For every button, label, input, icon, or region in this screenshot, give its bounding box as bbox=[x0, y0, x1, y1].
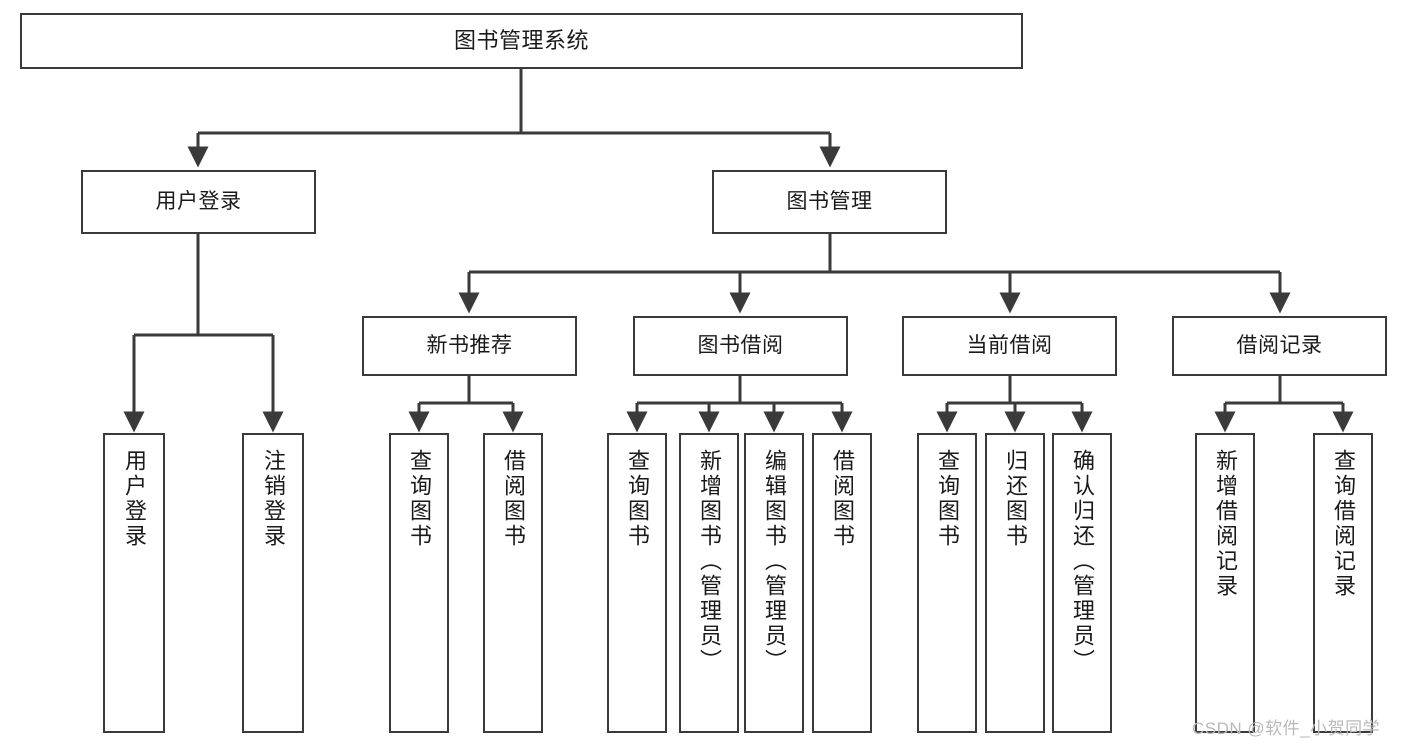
node-leaf-edit-book[interactable]: 编辑图书（管理员） bbox=[744, 433, 804, 733]
node-leaf-confirm-return-label: 确认归还（管理员） bbox=[1070, 449, 1095, 674]
node-leaf-borrow-book-1[interactable]: 借阅图书 bbox=[483, 433, 543, 733]
node-leaf-query-book-1[interactable]: 查询图书 bbox=[389, 433, 449, 733]
node-new-book-rec-label: 新书推荐 bbox=[426, 333, 513, 357]
node-leaf-borrow-book-1-label: 借阅图书 bbox=[501, 449, 526, 549]
node-root[interactable]: 图书管理系统 bbox=[20, 13, 1023, 69]
node-leaf-user-login-label: 用户登录 bbox=[122, 449, 147, 549]
node-leaf-query-book-2[interactable]: 查询图书 bbox=[607, 433, 667, 733]
node-root-label: 图书管理系统 bbox=[453, 28, 589, 54]
node-book-borrow-label: 图书借阅 bbox=[697, 333, 784, 357]
node-leaf-add-record[interactable]: 新增借阅记录 bbox=[1195, 433, 1255, 733]
node-leaf-add-book-label: 新增图书（管理员） bbox=[697, 449, 722, 674]
node-leaf-query-book-2-label: 查询图书 bbox=[625, 449, 650, 549]
node-book-borrow[interactable]: 图书借阅 bbox=[633, 316, 848, 376]
node-user-login[interactable]: 用户登录 bbox=[81, 170, 316, 234]
node-user-login-label: 用户登录 bbox=[155, 189, 242, 213]
node-leaf-query-book-3[interactable]: 查询图书 bbox=[917, 433, 977, 733]
node-leaf-add-book[interactable]: 新增图书（管理员） bbox=[679, 433, 739, 733]
node-leaf-logout[interactable]: 注销登录 bbox=[242, 433, 304, 733]
node-borrow-record-label: 借阅记录 bbox=[1236, 333, 1323, 357]
node-leaf-query-record[interactable]: 查询借阅记录 bbox=[1313, 433, 1373, 733]
node-borrow-record[interactable]: 借阅记录 bbox=[1172, 316, 1387, 376]
node-leaf-borrow-book-2-label: 借阅图书 bbox=[830, 449, 855, 549]
node-leaf-confirm-return[interactable]: 确认归还（管理员） bbox=[1052, 433, 1112, 733]
node-new-book-rec[interactable]: 新书推荐 bbox=[362, 316, 577, 376]
node-leaf-borrow-book-2[interactable]: 借阅图书 bbox=[812, 433, 872, 733]
node-current-borrow-label: 当前借阅 bbox=[966, 333, 1053, 357]
node-leaf-query-record-label: 查询借阅记录 bbox=[1331, 449, 1356, 599]
node-book-manage[interactable]: 图书管理 bbox=[712, 170, 947, 234]
node-current-borrow[interactable]: 当前借阅 bbox=[902, 316, 1117, 376]
node-leaf-add-record-label: 新增借阅记录 bbox=[1213, 449, 1238, 599]
node-leaf-query-book-3-label: 查询图书 bbox=[935, 449, 960, 549]
node-leaf-user-login[interactable]: 用户登录 bbox=[103, 433, 165, 733]
node-book-manage-label: 图书管理 bbox=[786, 189, 873, 213]
node-leaf-query-book-1-label: 查询图书 bbox=[407, 449, 432, 549]
node-leaf-return-book-label: 归还图书 bbox=[1003, 449, 1028, 549]
node-leaf-edit-book-label: 编辑图书（管理员） bbox=[762, 449, 787, 674]
node-leaf-logout-label: 注销登录 bbox=[261, 449, 286, 549]
node-leaf-return-book[interactable]: 归还图书 bbox=[985, 433, 1045, 733]
csdn-watermark: CSDN @软件_小贺同学 bbox=[1192, 719, 1381, 738]
